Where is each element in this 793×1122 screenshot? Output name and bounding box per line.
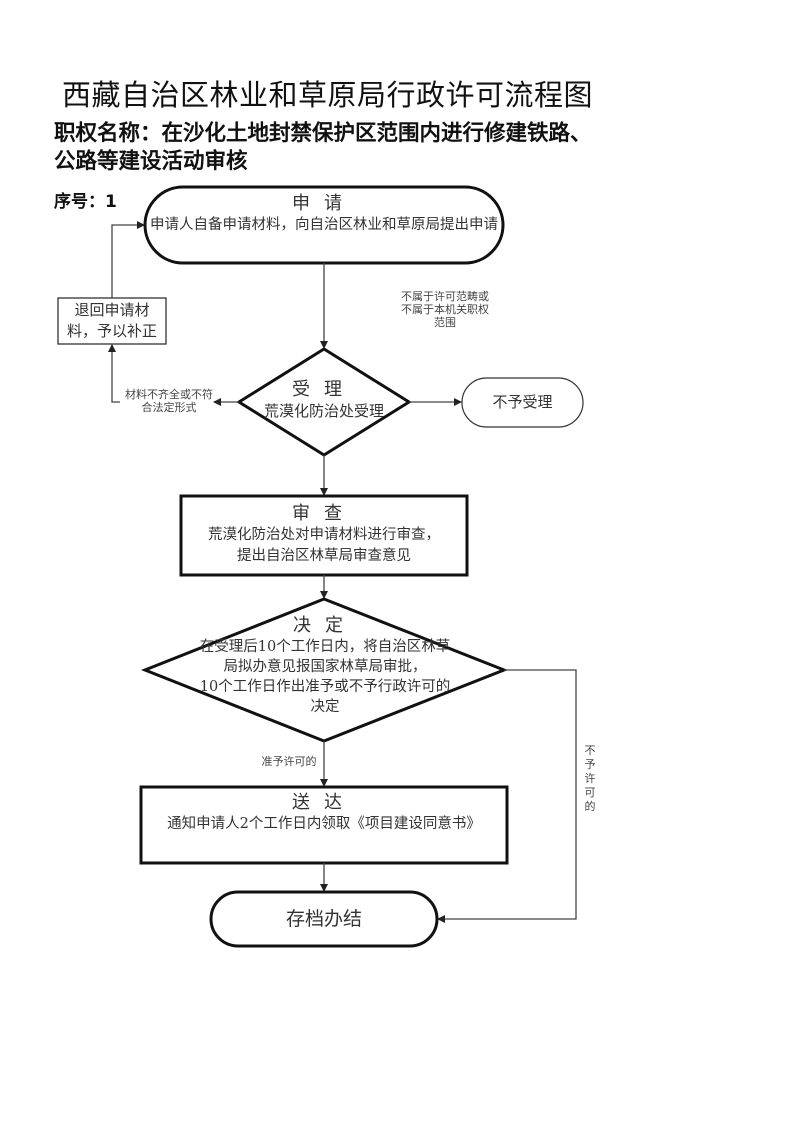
decide-desc-line-3: 10个工作日作出准予或不予行政许可的 [199,679,451,695]
accept-title: 受理 [292,379,356,400]
apply-desc: 申请人自备申请材料，向自治区林业和草原局提出申请 [150,217,498,233]
reject-node: 不予受理 [492,393,553,411]
apply-title: 申请 [292,193,356,214]
review-title: 审查 [292,503,356,524]
label-not-approved: 不予许可的 [584,744,596,813]
decide-desc-line-4: 决定 [310,699,340,715]
decide-title: 决定 [293,615,357,636]
edge-incomplete-to-return [108,344,120,403]
label-incomplete: 材料不齐全或不符合法定形式 [125,388,213,414]
return-node: 退回申请材料，予以补正 [66,301,157,340]
accept-desc: 荒漠化防治处受理 [263,402,384,420]
label-approved: 准予许可的 [261,755,317,768]
deliver-title: 送达 [292,792,356,813]
authority-name: 职权名称：在沙化土地封禁保护区范围内进行修建铁路、公路等建设活动审核 [54,121,592,174]
archive-node: 存档办结 [285,908,362,930]
serial-number: 序号：1 [54,192,117,212]
reject-node-shape [461,377,584,428]
review-node-shape [179,494,469,577]
deliver-node-shape [139,785,509,865]
decide-node: 决定 在受理后10个工作日内，将自治区林草 局拟办意见报国家林草局审批， 10个… [170,615,480,717]
edge-return-to-apply [111,221,145,298]
accept-node: 受理 荒漠化防治处受理 [239,379,409,421]
label-out-of-scope: 不属于许可范畴或不属于本机关职权范围 [401,290,489,329]
review-node: 审查 荒漠化防治处对申请材料进行审查， 提出自治区林草局审查意见 [183,503,465,567]
decide-desc-line-1: 在受理后10个工作日内，将自治区林草 [199,639,451,655]
apply-node: 申请 申请人自备申请材料，向自治区林业和草原局提出申请 [148,193,500,235]
deliver-node: 送达 通知申请人2个工作日内领取《项目建设同意书》 [165,792,483,835]
review-desc-line-1: 荒漠化防治处对申请材料进行审查， [208,527,440,543]
edge-decide-to-archive [437,669,577,923]
deliver-desc: 通知申请人2个工作日内领取《项目建设同意书》 [167,816,481,832]
page-title: 西藏自治区林业和草原局行政许可流程图 [62,78,594,112]
decide-desc-line-2: 局拟办意见报国家林草局审批， [223,659,427,675]
review-desc-line-2: 提出自治区林草局审查意见 [237,548,411,564]
